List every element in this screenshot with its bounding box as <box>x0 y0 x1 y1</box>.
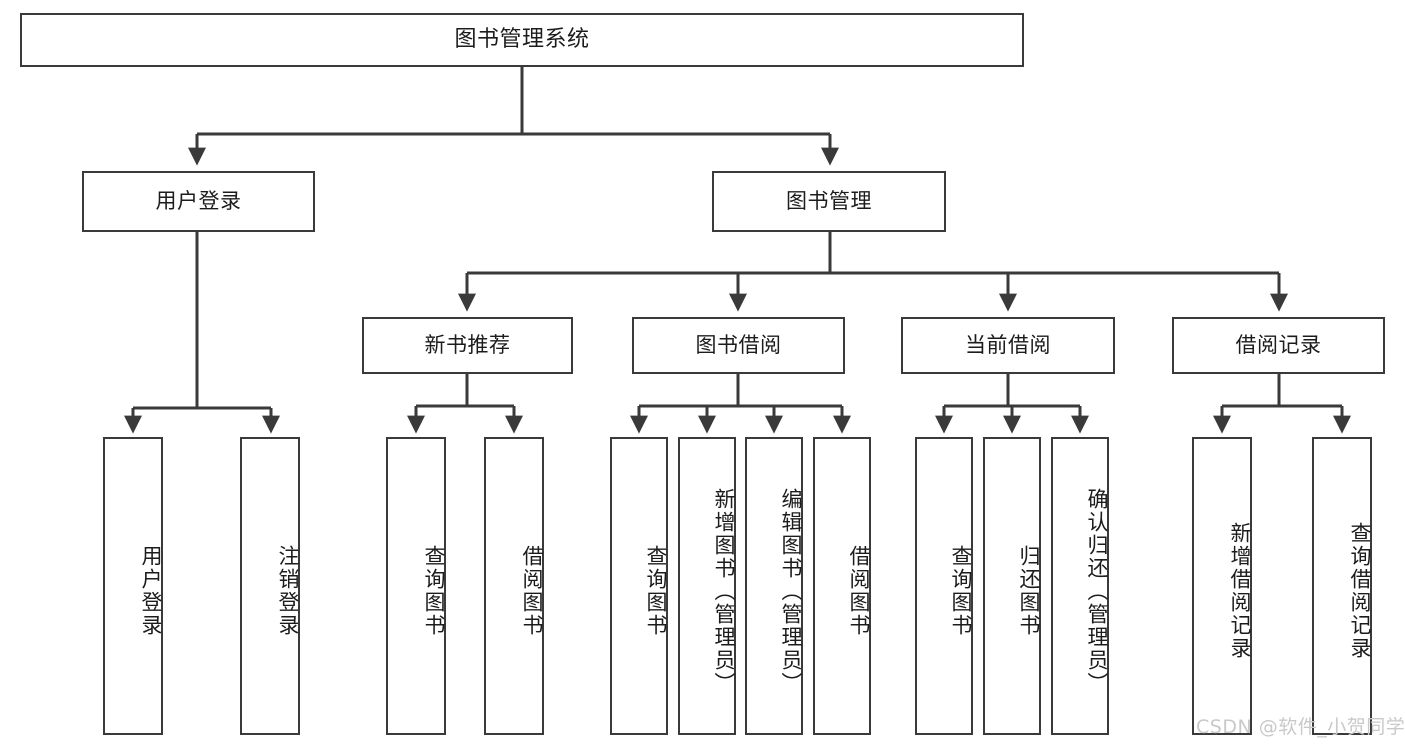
node-new-book-recommend[interactable]: 新书推荐 <box>362 317 573 374</box>
node-user-login[interactable]: 用户登录 <box>82 171 315 232</box>
leaf-query-book-current[interactable]: 查询图书 <box>915 437 973 735</box>
leaf-query-borrow-record[interactable]: 查询借阅记录 <box>1312 437 1372 735</box>
leaf-logout[interactable]: 注销登录 <box>240 437 300 735</box>
leaf-query-book-recommend[interactable]: 查询图书 <box>386 437 446 735</box>
leaf-confirm-return-admin[interactable]: 确认归还（管理员） <box>1051 437 1109 735</box>
node-root[interactable]: 图书管理系统 <box>20 13 1024 67</box>
node-current-borrow[interactable]: 当前借阅 <box>901 317 1115 374</box>
leaf-user-login[interactable]: 用户登录 <box>103 437 163 735</box>
leaf-return-book[interactable]: 归还图书 <box>983 437 1041 735</box>
leaf-query-book-borrow[interactable]: 查询图书 <box>610 437 668 735</box>
leaf-add-book-admin[interactable]: 新增图书（管理员） <box>678 437 736 735</box>
node-book-borrow[interactable]: 图书借阅 <box>632 317 845 374</box>
leaf-edit-book-admin[interactable]: 编辑图书（管理员） <box>745 437 803 735</box>
leaf-add-borrow-record[interactable]: 新增借阅记录 <box>1192 437 1252 735</box>
csdn-watermark: CSDN @软件_小贺同学 <box>1196 716 1405 738</box>
leaf-borrow-book-recommend[interactable]: 借阅图书 <box>484 437 544 735</box>
node-book-management[interactable]: 图书管理 <box>712 171 946 232</box>
leaf-borrow-book[interactable]: 借阅图书 <box>813 437 871 735</box>
node-borrow-record[interactable]: 借阅记录 <box>1172 317 1385 374</box>
